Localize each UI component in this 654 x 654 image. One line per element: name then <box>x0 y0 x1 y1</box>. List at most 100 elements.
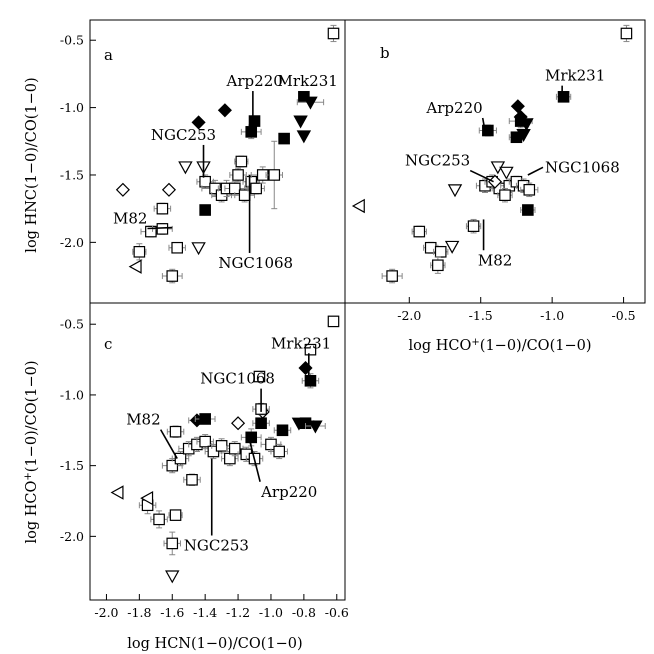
open-square-marker <box>620 27 633 40</box>
galaxy-label: NGC1068 <box>545 158 620 176</box>
xtick-label: -1.2 <box>226 605 250 620</box>
open-square-marker <box>327 27 340 40</box>
y-axis-label-c: log HCO+(1−0)/CO(1−0) <box>23 361 41 544</box>
data-point <box>327 315 340 328</box>
xtick-label: -2.0 <box>94 605 118 620</box>
data-point <box>520 204 536 216</box>
open-square-marker <box>156 202 169 215</box>
open-square-marker <box>169 509 182 521</box>
panel-c-letter: c <box>104 335 112 353</box>
galaxy-label: Arp220 <box>425 99 482 117</box>
galaxy-label: Arp220 <box>226 72 283 90</box>
open-square-marker <box>153 513 165 526</box>
data-point <box>447 184 463 198</box>
data-point <box>510 99 525 114</box>
data-point <box>305 420 326 434</box>
xtick-label: -1.5 <box>469 308 493 323</box>
x-axis-label-b: log HCO+(1−0)/CO(1−0) <box>409 337 592 355</box>
open-square-marker <box>215 440 228 452</box>
panel-c-frame <box>89 302 346 601</box>
xtick-label: -1.8 <box>127 605 151 620</box>
x-axis-label-c: log HCN(1−0)/CO(1−0) <box>127 636 302 652</box>
open-square-marker <box>232 169 244 181</box>
galaxy-label: Arp220 <box>260 483 317 501</box>
data-point <box>433 245 449 258</box>
open-square-marker <box>467 220 480 232</box>
data-point <box>430 256 446 274</box>
filled-square-marker <box>276 424 289 437</box>
panel-c-xticks: -2.0-1.8-1.6-1.4-1.2-1.0-0.8-0.6 <box>94 594 349 620</box>
filled-triangle-down-marker <box>519 118 534 132</box>
xtick-label: -0.5 <box>612 308 636 323</box>
galaxy-label: NGC253 <box>184 537 249 555</box>
panel-a: a -0.5-1.0-1.5-2.0 Arp220Mrk231NGC253M82… <box>60 19 346 304</box>
data-point <box>153 202 172 215</box>
open-square-marker <box>228 442 241 455</box>
data-point <box>226 441 244 457</box>
x-axis-label-b-p1: log HCO <box>409 338 472 354</box>
panel-c-yticks: -0.5-1.0-1.5-2.0 <box>60 317 96 544</box>
data-point <box>411 225 427 238</box>
filled-square-marker <box>482 124 494 137</box>
panel-b-xticks: -2.0 -1.5 -1.0 -0.5 <box>397 297 636 323</box>
ytick-label: -1.5 <box>60 458 84 473</box>
filled-square-marker <box>255 417 267 430</box>
open-square-marker <box>434 245 447 258</box>
open-square-marker <box>174 452 187 465</box>
xtick-label: -1.0 <box>540 308 564 323</box>
data-point <box>231 416 246 431</box>
data-point <box>178 161 193 175</box>
data-point <box>499 166 514 180</box>
data-point <box>234 155 249 168</box>
open-triangle-down-marker <box>165 570 180 584</box>
open-square-marker <box>499 189 511 201</box>
open-square-marker <box>169 425 182 438</box>
data-point <box>161 458 183 474</box>
data-point <box>252 417 270 430</box>
data-point <box>240 428 262 447</box>
data-point <box>234 187 256 203</box>
data-point <box>132 243 147 261</box>
galaxy-label: NGC1068 <box>218 254 293 272</box>
leader-line <box>481 117 486 131</box>
data-point <box>183 473 201 486</box>
filled-diamond-marker <box>217 103 232 118</box>
open-square-marker <box>250 182 262 195</box>
open-square-marker <box>253 370 266 383</box>
open-triangle-left-marker <box>351 198 365 214</box>
data-point <box>327 24 340 43</box>
open-diamond-marker <box>115 182 130 197</box>
open-square-marker <box>228 182 241 195</box>
leader-line <box>159 429 178 459</box>
y-axis-label-c-p1: log HCO <box>24 480 40 543</box>
data-point <box>298 361 313 376</box>
data-point <box>301 373 320 389</box>
filled-diamond-marker <box>510 99 525 114</box>
data-point <box>217 103 232 118</box>
open-triangle-down-marker <box>444 240 460 254</box>
data-point <box>520 182 539 198</box>
xtick-label: -2.0 <box>397 308 421 323</box>
galaxy-label: M82 <box>478 251 512 269</box>
data-point <box>444 240 460 254</box>
open-triangle-down-marker <box>178 161 193 175</box>
filled-triangle-down-marker <box>516 128 531 142</box>
filled-square-marker <box>522 204 534 216</box>
filled-triangle-down-marker <box>308 420 323 434</box>
data-point <box>150 510 168 529</box>
filled-diamond-marker <box>191 115 206 130</box>
galaxy-label: M82 <box>126 411 160 429</box>
galaxy-label: NGC1068 <box>200 370 275 388</box>
filled-square-marker <box>304 374 317 387</box>
open-square-marker <box>413 225 426 238</box>
filled-square-marker <box>248 115 261 127</box>
data-point <box>247 182 265 195</box>
galaxy-label: Mrk231 <box>278 72 338 90</box>
ytick-label: -1.5 <box>60 167 84 182</box>
filled-diamond-marker <box>513 109 528 125</box>
panel-a-points <box>115 24 340 284</box>
